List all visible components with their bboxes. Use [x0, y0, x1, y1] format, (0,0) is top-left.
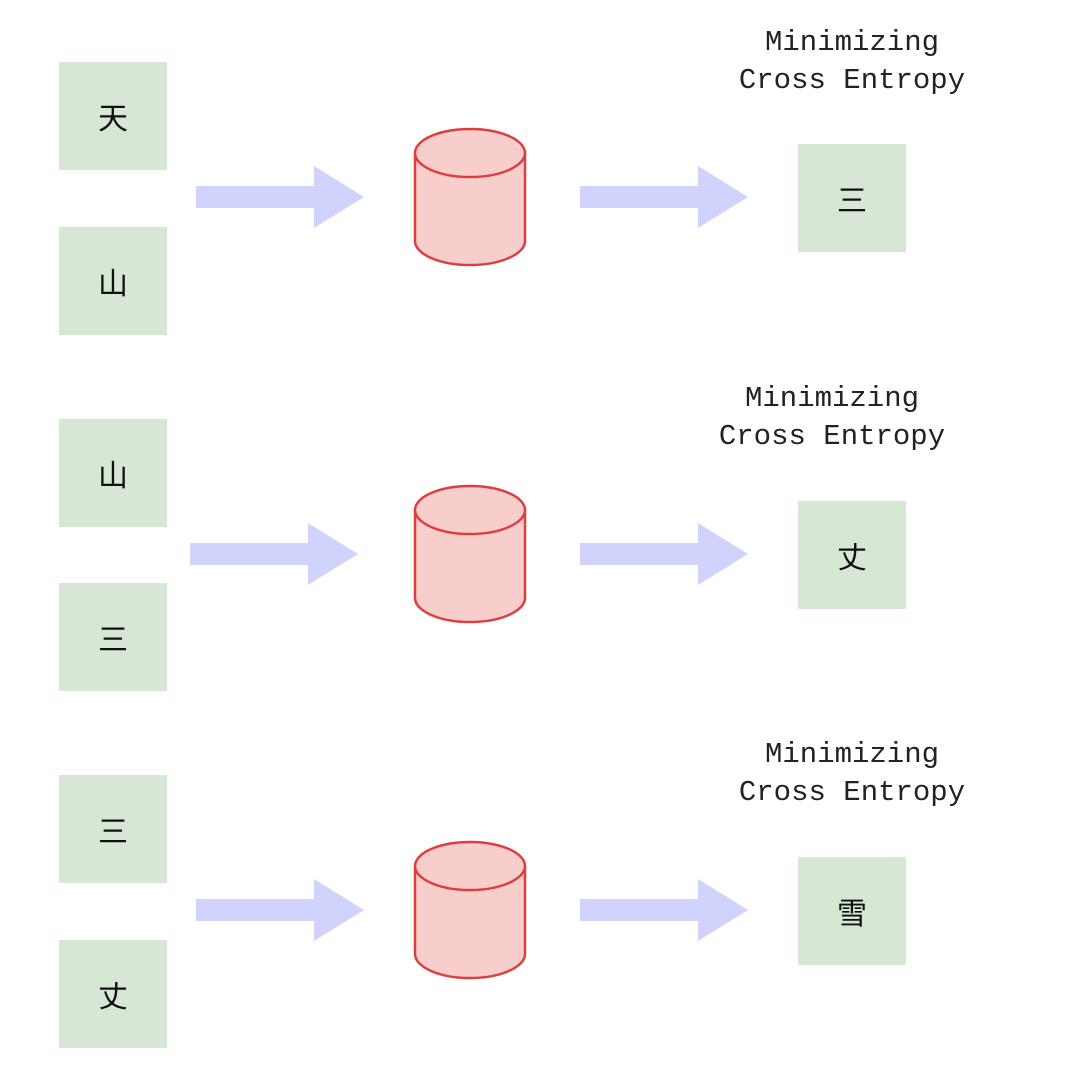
output-arrow: [580, 879, 748, 941]
input-token: 天: [59, 62, 167, 170]
caption-line-2: Cross Entropy: [738, 64, 966, 97]
input-token: 三: [59, 775, 167, 883]
output-token: 丈: [798, 501, 906, 609]
output-token: 雪: [798, 857, 906, 965]
output-arrow: [580, 166, 748, 228]
model-cylinder: [413, 127, 527, 267]
output-token: 三: [798, 144, 906, 252]
input-arrow: [196, 879, 364, 941]
caption-line-1: Minimizing: [744, 382, 920, 415]
input-token: 山: [59, 227, 167, 335]
caption-line-1: Minimizing: [764, 26, 940, 59]
caption-line-1: Minimizing: [764, 738, 940, 771]
input-token: 丈: [59, 940, 167, 1048]
output-arrow: [580, 523, 748, 585]
caption-line-2: Cross Entropy: [738, 776, 966, 809]
input-arrow: [190, 523, 358, 585]
model-cylinder: [413, 484, 527, 624]
loss-caption: Minimizing Cross Entropy: [682, 24, 1022, 100]
caption-line-2: Cross Entropy: [718, 420, 946, 453]
model-cylinder: [413, 840, 527, 980]
input-arrow: [196, 166, 364, 228]
input-token: 三: [59, 583, 167, 691]
loss-caption: Minimizing Cross Entropy: [662, 380, 1002, 456]
input-token: 山: [59, 419, 167, 527]
loss-caption: Minimizing Cross Entropy: [682, 736, 1022, 812]
